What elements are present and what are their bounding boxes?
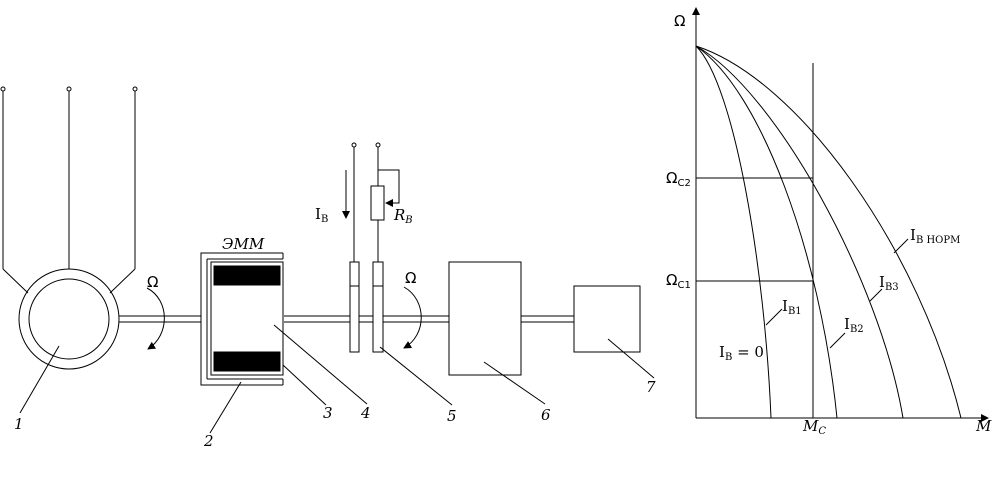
mc-label: MC bbox=[802, 417, 826, 437]
callout-5: 5 bbox=[447, 407, 457, 425]
supply-lines bbox=[0, 86, 138, 294]
curve-ib-1 bbox=[695, 45, 838, 419]
coupling-pole-bottom bbox=[213, 351, 281, 372]
omega-c1-label: ΩC1 bbox=[666, 271, 691, 291]
emm-label: ЭММ bbox=[222, 235, 265, 253]
working-machine bbox=[573, 285, 641, 353]
curve-label-inorm: IB НОРМ bbox=[910, 226, 960, 246]
characteristic-curves bbox=[695, 45, 962, 419]
curve-label-ib1: IB1 bbox=[782, 297, 802, 317]
callout-6: 6 bbox=[541, 406, 551, 424]
callout-3: 3 bbox=[323, 404, 333, 422]
rotation-arrow-right bbox=[403, 286, 422, 349]
callout-7: 7 bbox=[646, 378, 656, 396]
electromagnetic-coupling bbox=[200, 252, 284, 386]
slip-rings bbox=[349, 142, 384, 353]
field-rheostat bbox=[370, 169, 400, 221]
curve-label-ib2: IB2 bbox=[844, 315, 864, 335]
curve-ib-0 bbox=[695, 45, 772, 419]
curve-ib-norm bbox=[695, 45, 962, 419]
x-axis-label: M bbox=[975, 417, 992, 435]
graph-axes bbox=[692, 7, 989, 422]
gearbox bbox=[448, 261, 522, 376]
induction-motor bbox=[18, 268, 120, 370]
rheostat-label: RB bbox=[393, 206, 413, 226]
curve-label-ib0: IB = 0 bbox=[719, 343, 764, 363]
shaft bbox=[119, 315, 574, 323]
omega-label-left: Ω bbox=[147, 273, 158, 291]
callout-4: 4 bbox=[360, 404, 371, 422]
omega-c2-label: ΩC2 bbox=[666, 169, 691, 189]
omega-label-right: Ω bbox=[405, 269, 416, 287]
callout-1: 1 bbox=[14, 415, 24, 433]
rotation-arrow-left bbox=[146, 287, 165, 350]
coupling-pole-top bbox=[213, 265, 281, 286]
graph-reference-lines bbox=[696, 63, 814, 418]
callout-2: 2 bbox=[203, 432, 214, 450]
y-axis-label: Ω bbox=[674, 12, 685, 30]
curve-ib-2 bbox=[695, 45, 904, 419]
leader-lines bbox=[19, 324, 655, 434]
field-current-label: IВ bbox=[315, 205, 328, 225]
curve-label-ib3: IB3 bbox=[879, 273, 899, 293]
curve-leaders bbox=[765, 238, 909, 349]
